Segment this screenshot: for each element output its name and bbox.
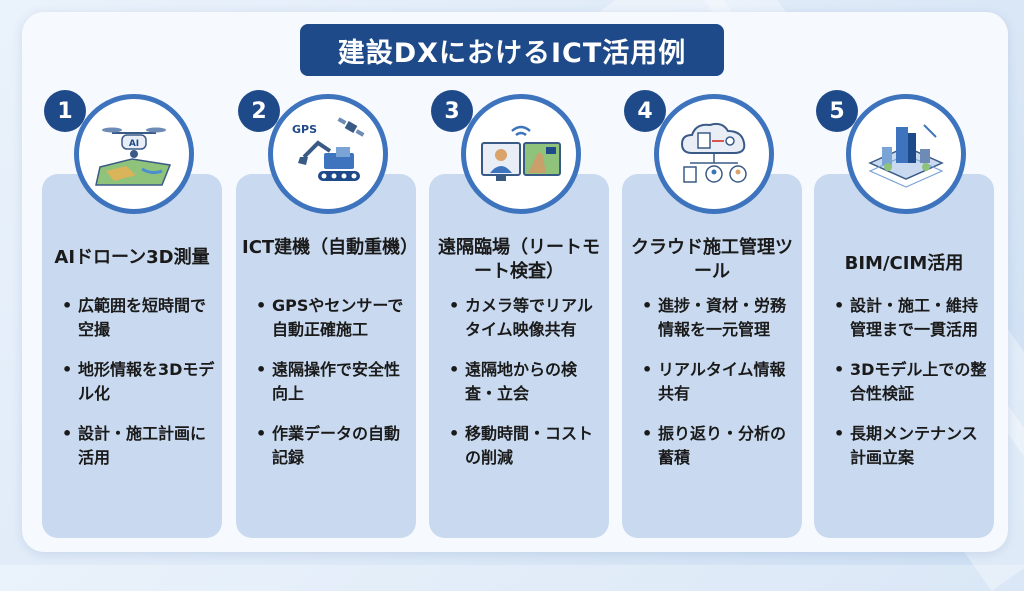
bullet-list: 設計・施工・維持管理まで一貫活用 3Dモデル上での整合性検証 長期メンテナンス計… xyxy=(834,294,988,486)
bullet-item: 設計・施工・維持管理まで一貫活用 xyxy=(834,294,988,342)
card-number: 5 xyxy=(816,90,858,132)
drone-ai-label: AI xyxy=(129,139,139,149)
icon-circle xyxy=(461,94,581,214)
card-title: BIM/CIM活用 xyxy=(844,253,964,274)
drone-map-icon: AI xyxy=(95,127,172,186)
card-number: 1 xyxy=(44,90,86,132)
card-ict-machinery: GPS 2 ICT建機（自動重機） GPSやセンサーで自動正確施工 遠隔操作で安… xyxy=(236,88,419,538)
bullet-item: 設計・施工計画に活用 xyxy=(62,422,216,470)
bullet-item: 遠隔地からの検査・立会 xyxy=(449,358,603,406)
card-number: 4 xyxy=(624,90,666,132)
bullet-list: カメラ等でリアルタイム映像共有 遠隔地からの検査・立会 移動時間・コストの削減 xyxy=(449,294,603,486)
bullet-item: カメラ等でリアルタイム映像共有 xyxy=(449,294,603,342)
card-title: ICT建機（自動重機） xyxy=(242,237,419,258)
bullet-item: 作業データの自動記録 xyxy=(256,422,410,470)
icon-circle xyxy=(846,94,966,214)
cloud-share-icon xyxy=(680,122,747,183)
icon-circle: GPS xyxy=(268,94,388,214)
card-title: クラウド施工管理ツール xyxy=(631,237,793,282)
card-number: 3 xyxy=(431,90,473,132)
bullet-item: 3Dモデル上での整合性検証 xyxy=(834,358,988,406)
bullet-item: 振り返り・分析の蓄積 xyxy=(642,422,796,470)
gps-label: GPS xyxy=(292,123,317,136)
bullet-item: 移動時間・コストの削減 xyxy=(449,422,603,470)
bullet-item: 地形情報を3Dモデル化 xyxy=(62,358,216,406)
bullet-item: 長期メンテナンス計画立案 xyxy=(834,422,988,470)
icon-circle: AI xyxy=(74,94,194,214)
bullet-item: 遠隔操作で安全性向上 xyxy=(256,358,410,406)
card-body xyxy=(42,174,222,538)
bullet-item: 進捗・資材・労務情報を一元管理 xyxy=(642,294,796,342)
card-cloud-management: 4 クラウド施工管理ツール 進捗・資材・労務情報を一元管理 リアルタイム情報共有… xyxy=(622,88,802,538)
remote-video-icon xyxy=(481,125,561,181)
card-remote-inspection: 3 遠隔臨場（リートモート検査） カメラ等でリアルタイム映像共有 遠隔地からの検… xyxy=(429,88,609,538)
card-body xyxy=(814,174,994,538)
page-title: 建設DXにおけるICT活用例 xyxy=(300,24,724,76)
bullet-item: リアルタイム情報共有 xyxy=(642,358,796,406)
bullet-item: 広範囲を短時間で空撮 xyxy=(62,294,216,342)
bullet-list: GPSやセンサーで自動正確施工 遠隔操作で安全性向上 作業データの自動記録 xyxy=(256,294,410,486)
card-body xyxy=(622,174,802,538)
excavator-satellite-icon: GPS xyxy=(292,117,365,181)
bullet-item: GPSやセンサーで自動正確施工 xyxy=(256,294,410,342)
card-drone-survey: AI 1 AIドローン3D測量 広範囲を短時間で空撮 地形情報を3Dモデル化 設… xyxy=(42,88,222,538)
icon-circle xyxy=(654,94,774,214)
card-title: 遠隔臨場（リートモート検査） xyxy=(438,237,600,282)
card-body xyxy=(429,174,609,538)
city-model-icon xyxy=(868,124,944,188)
card-title: AIドローン3D測量 xyxy=(54,247,210,268)
card-body xyxy=(236,174,416,538)
bullet-list: 進捗・資材・労務情報を一元管理 リアルタイム情報共有 振り返り・分析の蓄積 xyxy=(642,294,796,486)
card-number: 2 xyxy=(238,90,280,132)
card-bim-cim: 5 BIM/CIM活用 設計・施工・維持管理まで一貫活用 3Dモデル上での整合性… xyxy=(814,88,994,538)
bullet-list: 広範囲を短時間で空撮 地形情報を3Dモデル化 設計・施工計画に活用 xyxy=(62,294,216,486)
